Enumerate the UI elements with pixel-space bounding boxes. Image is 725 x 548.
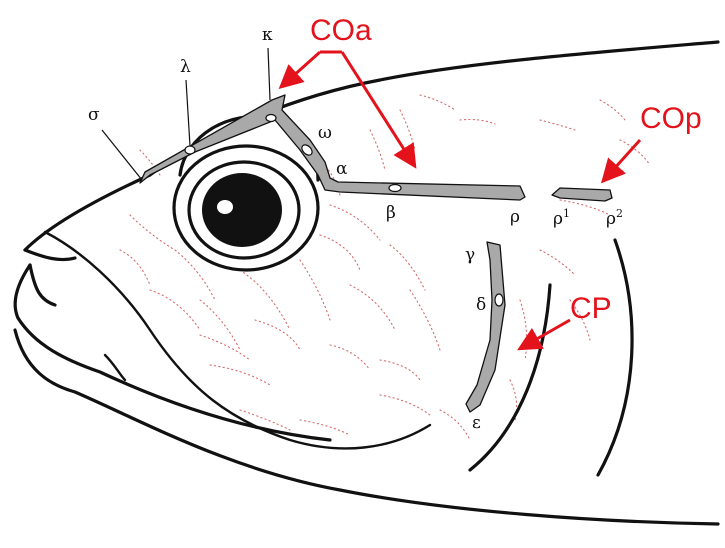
pore-beta	[389, 185, 401, 192]
canal-cop	[552, 188, 612, 201]
label-alpha: α	[336, 159, 348, 179]
label-rho1: ρ1	[553, 207, 570, 229]
label-delta: δ	[476, 295, 486, 315]
arrow-coa-right	[342, 52, 414, 165]
label-cp: CP	[570, 292, 612, 325]
label-sigma: σ	[88, 105, 100, 125]
label-kappa: κ	[262, 25, 273, 45]
arrow-cop	[604, 140, 640, 180]
label-epsilon: ε	[472, 413, 481, 433]
arrow-coa-left	[282, 52, 320, 86]
label-coa: COa	[310, 14, 372, 47]
label-omega: ω	[318, 123, 332, 143]
label-beta: β	[386, 203, 396, 223]
label-rho2: ρ2	[606, 207, 623, 229]
pore-kappa	[266, 115, 276, 122]
label-gamma: γ	[465, 245, 475, 265]
label-lambda: λ	[180, 57, 191, 77]
pore-lambda	[185, 146, 195, 154]
canal-cp	[466, 242, 505, 412]
head-outline	[15, 42, 718, 524]
label-rho: ρ	[510, 207, 520, 227]
label-cop: COp	[640, 102, 702, 135]
pore-delta	[495, 294, 503, 306]
